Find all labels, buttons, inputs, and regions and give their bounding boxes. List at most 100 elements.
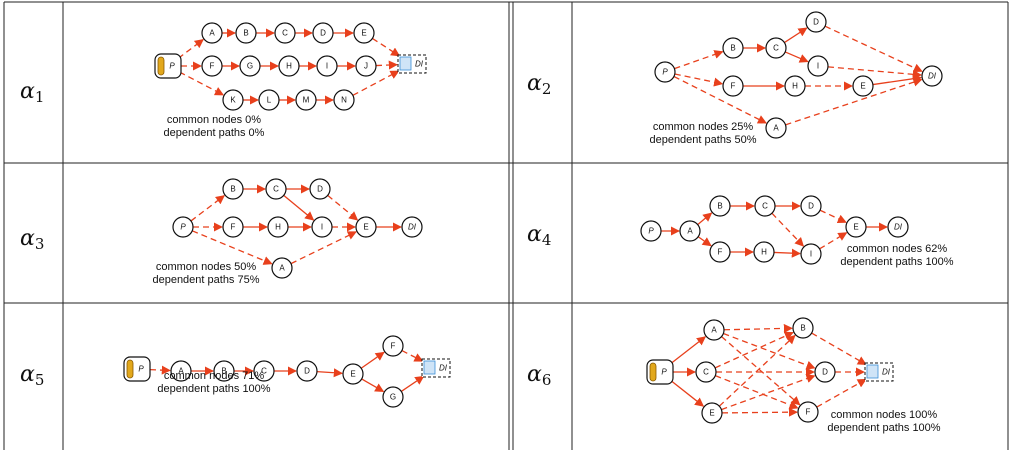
alpha-symbol: α: [20, 79, 35, 104]
alpha-symbol: α: [20, 362, 35, 387]
node-circle: [709, 241, 731, 263]
node-circle: [265, 178, 287, 200]
task-node-E: E: [852, 75, 874, 97]
caption-line: common nodes 50%: [156, 261, 256, 273]
task-node-P: P: [172, 216, 194, 238]
task-node-I: I: [311, 216, 333, 238]
edge-P-E: [669, 379, 705, 407]
node-label: A: [178, 367, 184, 376]
edge-E-G: [361, 378, 385, 393]
node-circle: [722, 75, 744, 97]
edge-C-D: [784, 27, 808, 44]
node-circle: [695, 361, 717, 383]
edge-P-B: [190, 195, 225, 222]
task-node-F: F: [222, 216, 244, 238]
task-node-H: H: [784, 75, 806, 97]
node-circle: [353, 22, 375, 44]
caption-line: dependent paths 0%: [164, 127, 265, 139]
binary-file-icon: [866, 364, 879, 379]
task-node-F: F: [201, 55, 223, 77]
edge-P-B: [674, 50, 724, 70]
task-node-H: H: [267, 216, 289, 238]
node-label: D: [317, 185, 323, 194]
task-node-D: D: [814, 361, 836, 383]
alpha-symbol: α: [527, 222, 542, 247]
task-node-N: N: [333, 89, 355, 111]
node-circle: [355, 216, 377, 238]
node-circle: [382, 335, 404, 357]
edge-P-F: [674, 73, 724, 87]
caption-line: dependent paths 100%: [827, 422, 940, 434]
panel-label: α4: [527, 222, 551, 249]
node-circle: [800, 195, 822, 217]
edge-N-DI: [352, 70, 400, 96]
edge-F-DI: [401, 349, 424, 362]
node-label: D: [813, 18, 819, 27]
task-node-L: L: [258, 89, 280, 111]
task-node-H: H: [278, 55, 300, 77]
node-circle: [800, 243, 822, 265]
edge-F-DI: [816, 378, 867, 408]
edge-B-DI: [811, 332, 867, 366]
process-node: P: [123, 356, 151, 382]
node-label: F: [718, 248, 723, 257]
node-label: DI: [894, 223, 903, 232]
edge-D-E: [316, 368, 343, 378]
task-node-DI: DI: [401, 216, 423, 238]
task-node-D: D: [805, 11, 827, 33]
node-circle: [703, 319, 725, 341]
alpha-symbol: α: [527, 362, 542, 387]
node-label: D: [320, 29, 326, 38]
task-node-C: C: [274, 22, 296, 44]
node-circle: [296, 360, 318, 382]
task-node-G: G: [239, 55, 261, 77]
node-label: DI: [882, 368, 891, 377]
node-label: N: [341, 96, 347, 105]
edge-P-A: [178, 39, 204, 59]
node-circle: [852, 75, 874, 97]
task-node-M: M: [295, 89, 317, 111]
task-node-C: C: [265, 178, 287, 200]
task-node-B: B: [792, 317, 814, 339]
node-circle: [921, 65, 943, 87]
task-node-E: E: [342, 363, 364, 385]
caption-line: dependent paths 100%: [157, 383, 270, 395]
node-label: I: [817, 62, 819, 71]
node-label: F: [231, 223, 236, 232]
node-label: P: [661, 368, 667, 377]
task-node-B: B: [709, 195, 731, 217]
edge-E-B: [718, 334, 796, 407]
task-node-F: F: [722, 75, 744, 97]
node-label: C: [762, 202, 768, 211]
task-node-DI: DI: [921, 65, 943, 87]
node-label: DI: [408, 223, 417, 232]
edge-H-I: [773, 248, 801, 258]
node-label: B: [243, 29, 248, 38]
edge-I-E: [819, 232, 848, 250]
node-circle: [805, 11, 827, 33]
node-label: A: [687, 227, 693, 236]
node-circle: [222, 178, 244, 200]
node-label: C: [703, 368, 709, 377]
panel-label: α3: [20, 226, 44, 253]
node-label: A: [773, 124, 779, 133]
node-label: K: [230, 96, 236, 105]
node-circle: [267, 216, 289, 238]
table-borders: [3, 1, 1009, 450]
node-circle: [709, 195, 731, 217]
node-circle: [253, 360, 275, 382]
edge-C-I: [771, 212, 805, 247]
edge-E-F: [721, 407, 798, 417]
task-node-D: D: [309, 178, 331, 200]
node-circle: [701, 402, 723, 424]
node-label: E: [363, 223, 368, 232]
node-circle: [754, 195, 776, 217]
node-circle: [235, 22, 257, 44]
process-node: P: [154, 53, 182, 79]
edge-C-I: [283, 194, 315, 221]
node-label: E: [350, 370, 355, 379]
